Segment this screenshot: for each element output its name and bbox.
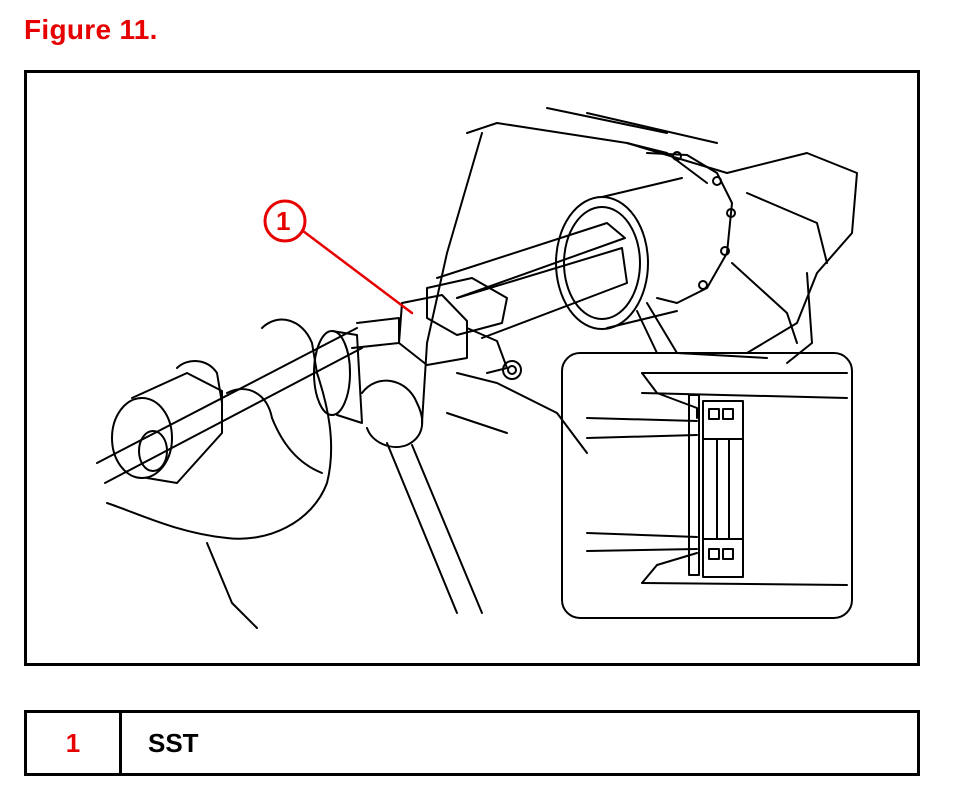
inset-detail: [561, 352, 853, 619]
hand-glove: [106, 318, 483, 629]
technical-illustration: 1: [96, 107, 858, 629]
vise-body: [421, 107, 858, 454]
illustration-frame: 1: [24, 70, 920, 666]
slide-hammer-rod: [96, 327, 363, 484]
callout-label: 1: [276, 206, 290, 236]
callout-1: [263, 199, 414, 315]
figure-title: Figure 11.: [24, 14, 158, 45]
inset-leader-line: [646, 302, 768, 359]
hammer-weight: [313, 330, 363, 424]
legend-table: 1 SST: [24, 710, 920, 776]
legend-description: SST: [148, 727, 199, 758]
legend-number: 1: [27, 713, 122, 773]
sst-puller-tool: [351, 222, 628, 380]
housing-bore: [555, 177, 683, 330]
